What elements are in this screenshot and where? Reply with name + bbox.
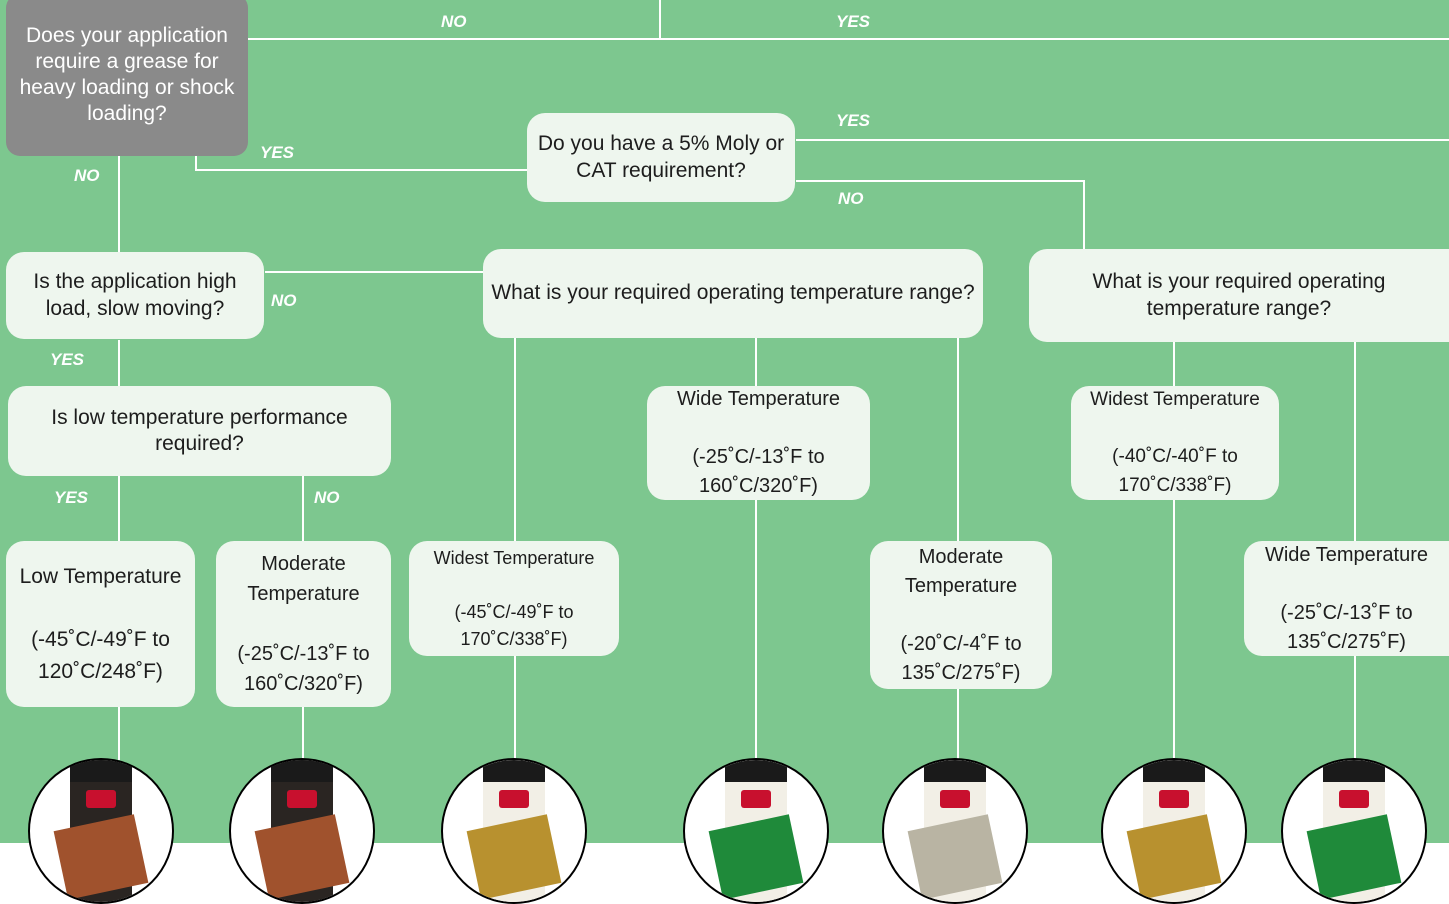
outcome-range: (-25˚C/-13˚F to 160˚C/320˚F) <box>692 446 825 497</box>
question-low-temp: Is low temperature performance required? <box>8 386 391 476</box>
outcome-title: Moderate Temperature <box>904 545 1018 597</box>
outcome-box: Widest Temperature (-40˚C/-40˚F to 170˚C… <box>1071 386 1279 500</box>
product-image <box>229 758 375 904</box>
question-moly-cat: Do you have a 5% Moly or CAT requirement… <box>527 113 795 202</box>
question-op-temp-center: What is your required operating temperat… <box>483 249 983 338</box>
label-slow-yes: YES <box>50 350 85 369</box>
question-op-temp-right-text: What is your required operating temperat… <box>1092 270 1386 320</box>
label-lowtemp-no: NO <box>314 488 340 507</box>
outcome-box: Widest Temperature (-45˚C/-49˚F to 170˚C… <box>409 541 619 656</box>
grease-tube-gold-icon <box>1126 760 1222 902</box>
outcome-box: Moderate Temperature (-25˚C/-13˚F to 160… <box>216 541 391 707</box>
connector-heavy-yes <box>195 156 528 171</box>
label-slow-no: NO <box>271 291 297 310</box>
outcome-range: (-20˚C/-4˚F to 135˚C/275˚F) <box>900 632 1022 684</box>
outcome-box: Low Temperature (-45˚C/-49˚F to 120˚C/24… <box>6 541 195 707</box>
outcome-range: (-40˚C/-40˚F to 170˚C/338˚F) <box>1112 446 1238 496</box>
connector-moly-no <box>796 180 1085 249</box>
outcome-box: Wide Temperature (-25˚C/-13˚F to 135˚C/2… <box>1244 541 1449 656</box>
grease-tube-grey-icon <box>907 760 1003 902</box>
label-heavy-yes: YES <box>260 143 295 162</box>
question-moly-cat-text: Do you have a 5% Moly or CAT requirement… <box>537 132 785 182</box>
question-op-temp-right: What is your required operating temperat… <box>1029 249 1449 342</box>
grease-tube-black-icon <box>53 760 149 902</box>
question-low-temp-text: Is low temperature performance required? <box>51 405 348 455</box>
label-moly-yes: YES <box>836 111 871 130</box>
product-image <box>441 758 587 904</box>
product-image <box>1281 758 1427 904</box>
label-moly-no: NO <box>838 189 864 208</box>
label-top-no: NO <box>441 12 467 31</box>
product-image <box>683 758 829 904</box>
outcome-box: Wide Temperature (-25˚C/-13˚F to 160˚C/3… <box>647 386 870 500</box>
question-heavy-loading-text: Does your application require a grease f… <box>19 23 235 126</box>
label-top-yes: YES <box>836 12 871 31</box>
outcome-range: (-25˚C/-13˚F to 160˚C/320˚F) <box>237 643 370 695</box>
outcome-title: Wide Temperature <box>676 388 841 410</box>
outcome-title: Moderate Temperature <box>247 553 360 605</box>
outcome-box: Moderate Temperature (-20˚C/-4˚F to 135˚… <box>870 541 1052 689</box>
grease-tube-green-icon <box>708 760 804 902</box>
outcome-title: Widest Temperature <box>1090 389 1260 410</box>
outcome-title: Widest Temperature <box>433 547 595 568</box>
outcome-range: (-45˚C/-49˚F to 120˚C/248˚F) <box>31 628 170 683</box>
outcome-range: (-25˚C/-13˚F to 135˚C/275˚F) <box>1280 601 1413 653</box>
product-image <box>28 758 174 904</box>
question-op-temp-center-text: What is your required operating temperat… <box>491 281 975 305</box>
outcome-range: (-45˚C/-49˚F to 170˚C/338˚F) <box>454 601 574 649</box>
label-lowtemp-yes: YES <box>54 488 89 507</box>
product-image <box>1101 758 1247 904</box>
outcome-title: Wide Temperature <box>1264 543 1429 566</box>
product-image <box>882 758 1028 904</box>
grease-tube-black-icon <box>254 760 350 902</box>
question-high-load-slow: Is the application high load, slow movin… <box>6 252 264 339</box>
label-heavy-no: NO <box>74 166 100 185</box>
grease-tube-green-icon <box>1306 760 1402 902</box>
outcome-title: Low Temperature <box>19 565 182 588</box>
grease-tube-gold-icon <box>466 760 562 902</box>
question-heavy-loading: Does your application require a grease f… <box>6 0 248 156</box>
question-high-load-slow-text: Is the application high load, slow movin… <box>33 270 237 320</box>
